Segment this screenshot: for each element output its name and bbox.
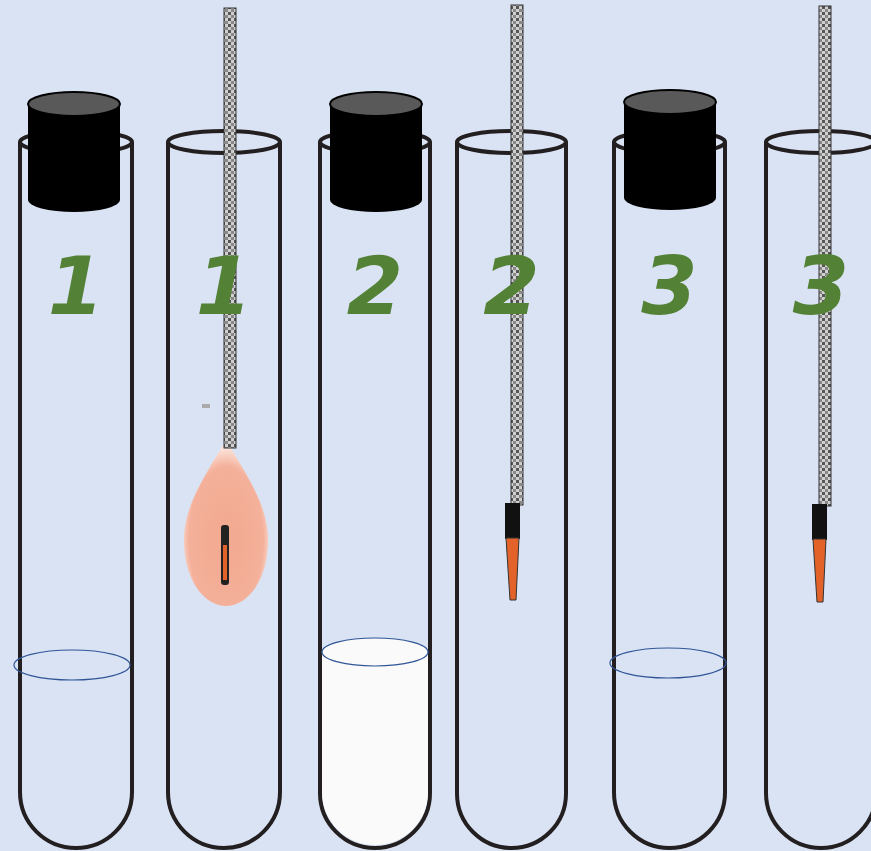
test-tube: 1	[18, 128, 134, 848]
glowing-splint	[812, 6, 831, 602]
liquid-surface	[14, 650, 130, 680]
rubber-stopper	[624, 90, 716, 210]
rubber-stopper	[330, 92, 422, 212]
tube-number: 3	[612, 246, 727, 327]
test-tube: 3	[764, 128, 871, 848]
tube-outline	[764, 128, 871, 848]
glowing-splint	[505, 5, 523, 600]
white-solid	[322, 638, 428, 845]
tube-outline	[612, 128, 727, 848]
burning-splint	[184, 8, 268, 606]
liquid-surface	[610, 648, 726, 678]
tube-outline	[18, 128, 134, 848]
tube-number: 1	[166, 246, 282, 327]
tube-number: 3	[764, 246, 871, 327]
tube-number: 2	[318, 246, 432, 327]
test-tube: 3	[612, 128, 727, 848]
tube-number: 2	[455, 246, 568, 327]
rubber-stopper	[28, 92, 120, 212]
tube-number: 1	[18, 246, 134, 327]
